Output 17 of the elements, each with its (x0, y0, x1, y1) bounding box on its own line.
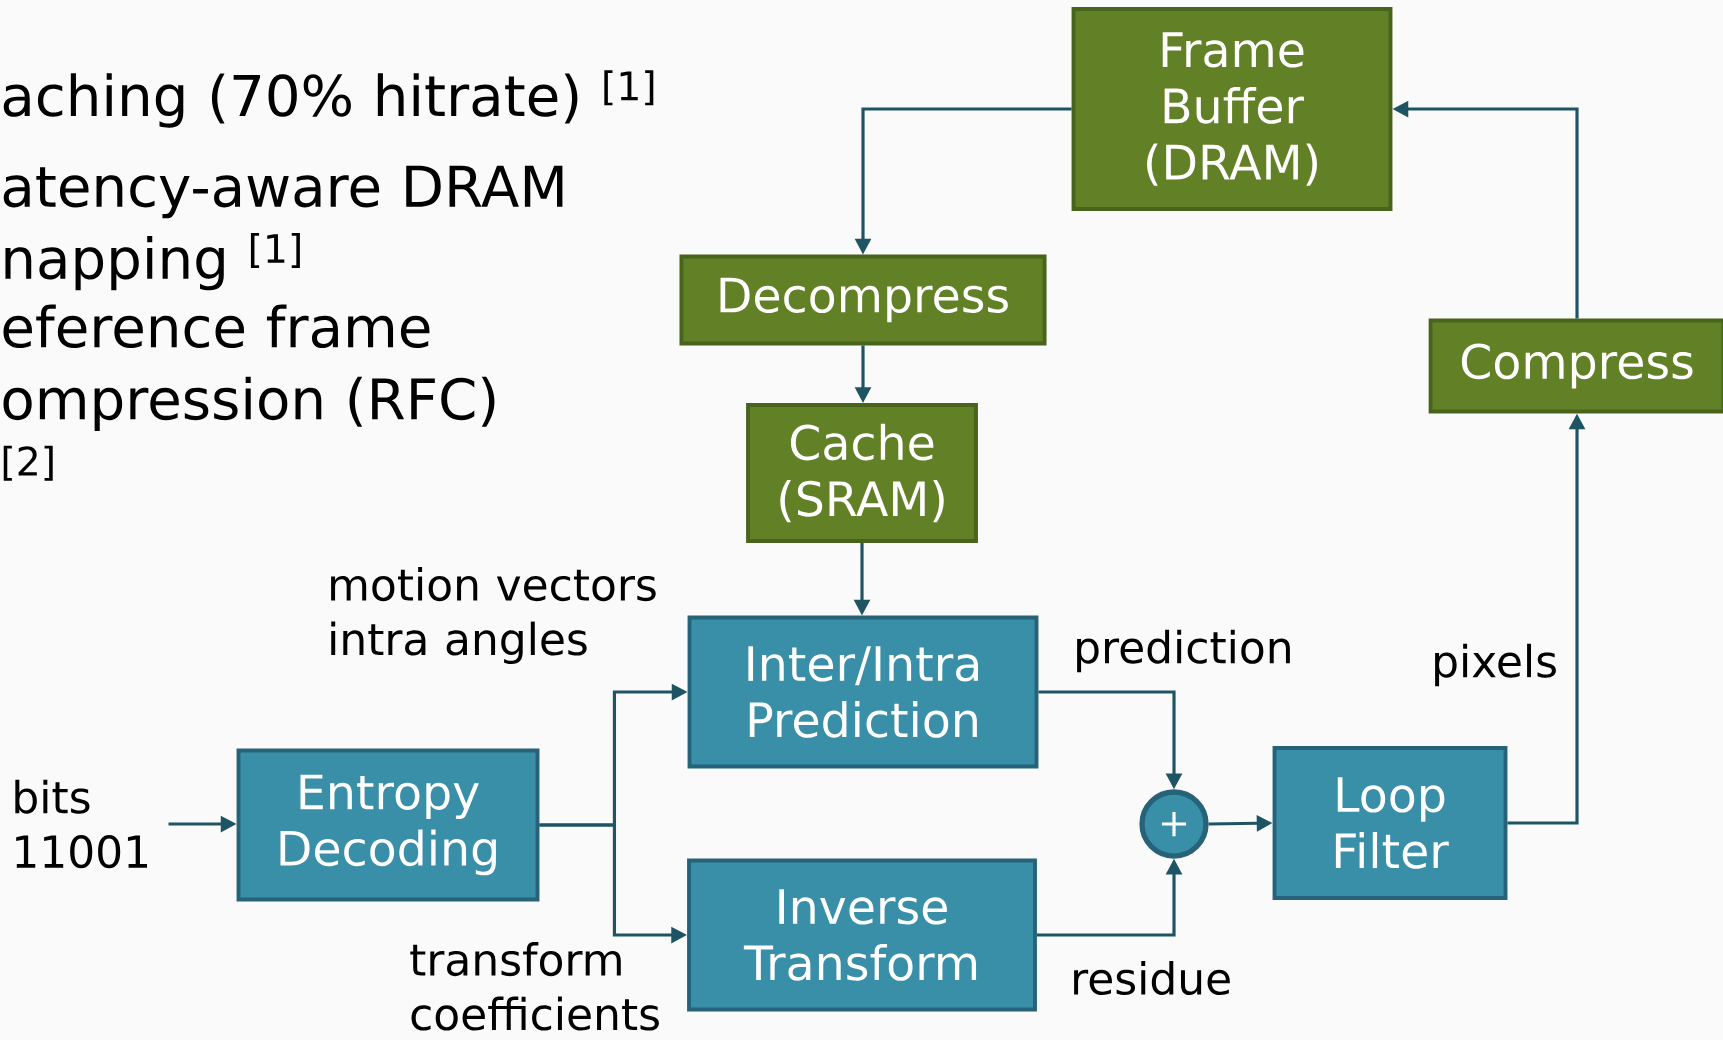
bullet-text: eference frame ompression (RFC) [2] (3, 304, 495, 481)
process-box: Inverse Transform (687, 858, 1037, 1012)
edge-label: prediction (1077, 629, 1290, 673)
bullet-text: atency-aware DRAM napping $^{[1]}$ (3, 165, 563, 291)
process-box: Frame Buffer (DRAM) (1071, 7, 1393, 211)
bullet-text: aching (70% hitrate) $^{[1]}$ (3, 70, 654, 128)
process-box: Decompress (679, 254, 1047, 346)
process-box: Cache (SRAM) (746, 403, 978, 543)
process-box: Loop Filter (1272, 746, 1508, 900)
process-box: Entropy Decoding (236, 748, 540, 902)
edge-label: residue (1074, 961, 1230, 996)
edge-label: pixels (1435, 643, 1556, 687)
process-box: Compress (1428, 318, 1723, 414)
edge-label: motion vectors intra angles (331, 567, 656, 665)
input-label: bits 11001 (15, 779, 147, 869)
edge-label: transform coefficients (410, 942, 659, 1031)
process-box: Inter/Intra Prediction (687, 615, 1039, 769)
